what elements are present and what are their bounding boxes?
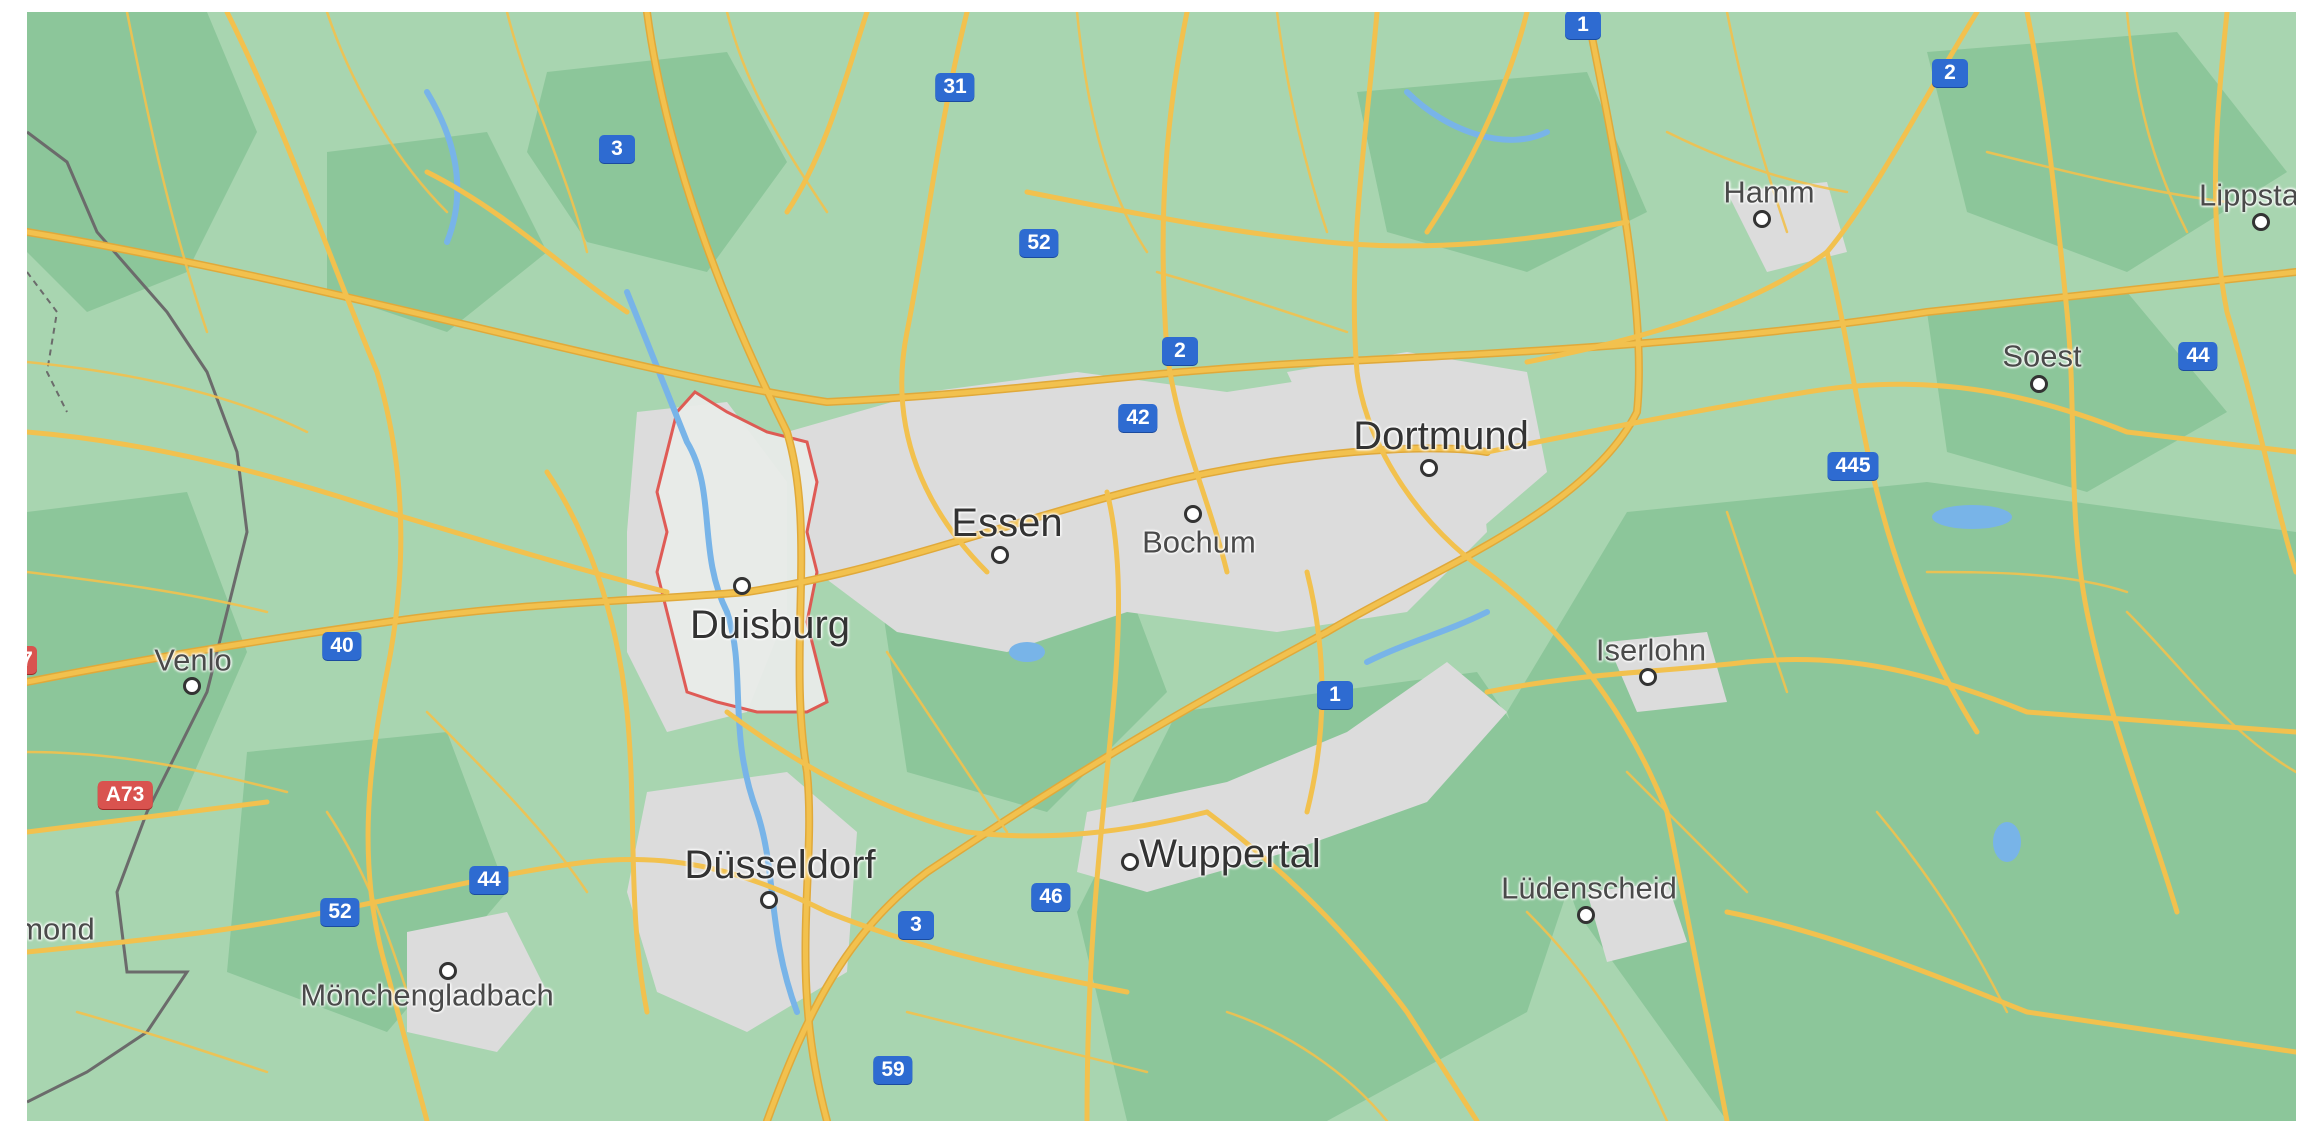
city-label-venlo[interactable]: Venlo	[154, 642, 232, 678]
highway-shield-a46[interactable]: 46	[1031, 883, 1071, 911]
city-marker-duesseldorf[interactable]	[760, 891, 778, 909]
city-marker-luedenscheid[interactable]	[1577, 906, 1595, 924]
city-label-dortmund[interactable]: Dortmund	[1353, 414, 1529, 458]
city-label-luedenscheid[interactable]: Lüdenscheid	[1501, 870, 1677, 906]
highway-shield-a42[interactable]: 42	[1118, 404, 1158, 432]
city-marker-moenchengladbach[interactable]	[439, 962, 457, 980]
highway-shield-a44-west[interactable]: 44	[469, 866, 509, 894]
city-label-hamm[interactable]: Hamm	[1723, 174, 1815, 210]
rivers	[424, 89, 1550, 1015]
highway-shield-a52-north[interactable]: 52	[1019, 229, 1059, 257]
highway-shield-a40[interactable]: 40	[322, 632, 362, 660]
map-base-layer	[27, 12, 2296, 1121]
highway-shield-a1-top[interactable]: 1	[1565, 12, 1601, 39]
highway-shield-a59[interactable]: 59	[873, 1056, 913, 1084]
highway-shield-a3-north[interactable]: 3	[599, 135, 635, 163]
country-border	[27, 130, 249, 1104]
city-label-moenchengladbach[interactable]: Mönchengladbach	[300, 977, 554, 1013]
highway-shield-a2-mid[interactable]: 2	[1162, 337, 1198, 365]
highway-shield-a31[interactable]: 31	[935, 73, 975, 101]
map-canvas[interactable]: Duisburg Essen Dortmund Düsseldorf Wuppe…	[27, 12, 2296, 1121]
highway-shield-a44-east[interactable]: 44	[2178, 342, 2218, 370]
minor-roads	[27, 12, 2296, 1121]
city-label-roermond[interactable]: mond	[27, 911, 95, 947]
city-label-wuppertal[interactable]: Wuppertal	[1139, 832, 1321, 876]
city-marker-iserlohn[interactable]	[1639, 668, 1657, 686]
highway-shield-a52-west[interactable]: 52	[320, 898, 360, 926]
highway-shield-a67[interactable]: 7	[27, 646, 37, 674]
major-roads	[27, 12, 2296, 1121]
city-label-duesseldorf[interactable]: Düsseldorf	[684, 843, 876, 887]
city-label-essen[interactable]: Essen	[951, 501, 1063, 545]
city-marker-venlo[interactable]	[183, 677, 201, 695]
city-label-soest[interactable]: Soest	[2002, 338, 2082, 374]
highway-shield-a73[interactable]: A73	[97, 781, 153, 809]
city-marker-dortmund[interactable]	[1420, 459, 1438, 477]
city-marker-wuppertal[interactable]	[1121, 853, 1139, 871]
highway-shield-a2-top[interactable]: 2	[1932, 59, 1968, 87]
city-marker-soest[interactable]	[2030, 375, 2048, 393]
highway-shield-a3-south[interactable]: 3	[898, 911, 934, 939]
highway-shield-a445[interactable]: 445	[1827, 452, 1879, 480]
city-marker-duisburg[interactable]	[733, 577, 751, 595]
lakes	[1009, 505, 2021, 862]
city-label-iserlohn[interactable]: Iserlohn	[1595, 632, 1707, 668]
city-label-duisburg[interactable]: Duisburg	[689, 603, 851, 647]
city-label-lippstadt[interactable]: Lippsta	[2199, 177, 2296, 213]
city-marker-essen[interactable]	[991, 546, 1009, 564]
city-marker-bochum[interactable]	[1184, 505, 1202, 523]
city-marker-hamm[interactable]	[1753, 210, 1771, 228]
city-marker-lippstadt[interactable]	[2252, 213, 2270, 231]
city-label-bochum[interactable]: Bochum	[1142, 524, 1256, 560]
highway-shield-a1-mid[interactable]: 1	[1317, 681, 1353, 709]
